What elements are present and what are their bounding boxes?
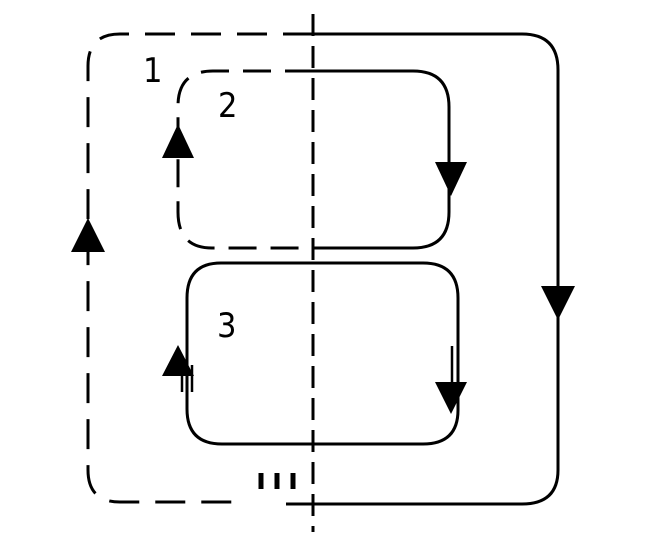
loop-2-label: 2: [218, 86, 237, 126]
loop-1-down-arrow-icon: [541, 286, 575, 320]
loop-2-right-solid-path: [313, 69, 451, 250]
loop-3-solid-path: [185, 261, 460, 446]
loop-3-down-arrow-icon: [435, 382, 467, 414]
loop-2-down-arrow-icon: [435, 162, 467, 196]
loop-1-label: 1: [143, 51, 162, 91]
loop-1-up-arrow-icon: [71, 218, 105, 252]
loop-2-up-arrow-icon: [162, 124, 194, 158]
loop-3-up-arrow-icon: [162, 345, 194, 376]
loop-3-label: 3: [217, 306, 236, 346]
loop-2-left-dashed-path: [176, 69, 313, 250]
loop-1-left-dashed-path: [86, 32, 313, 504]
loop-1-right-solid-path: [286, 32, 560, 506]
